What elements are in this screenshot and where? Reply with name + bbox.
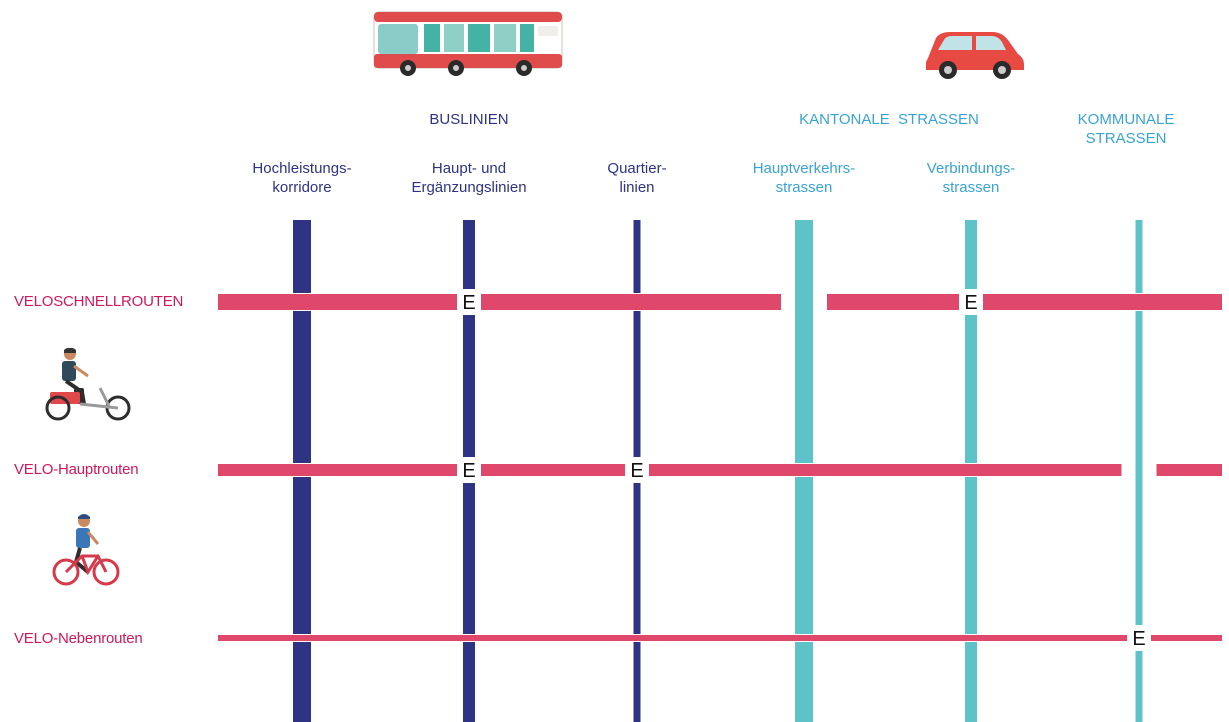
- velo-line-haupt: [481, 464, 625, 476]
- column-header-verbindungsstrassen: Verbindungs- strassen: [926, 160, 1016, 196]
- cargo-bike-rider-icon: [45, 348, 131, 421]
- bike-rider-icon: [52, 514, 120, 586]
- column-header-haupt-und-ergaenzungslinien: Haupt- und Ergänzungslinien: [411, 160, 527, 196]
- column-line-hauptverkehr: [795, 642, 813, 722]
- bus-icon: [373, 11, 563, 76]
- column-line-haupt: [463, 220, 475, 289]
- column-line-haupt: [463, 315, 475, 457]
- crossing-mark-e: E: [630, 460, 643, 482]
- velo-line-haupt: [649, 464, 1122, 476]
- row-label-veloschnellrouten: VELOSCHNELLROUTEN: [14, 293, 184, 310]
- column-line-hochleistung: [293, 220, 311, 293]
- column-line-hochleistung: [293, 477, 311, 634]
- column-line-kommunal: [1135, 651, 1143, 722]
- column-line-quartier: [633, 642, 641, 722]
- column-line-verbindung: [965, 220, 977, 289]
- velo-line-haupt: [218, 464, 457, 476]
- column-line-quartier: [633, 220, 641, 293]
- column-line-hauptverkehr: [795, 477, 813, 634]
- car-icon: [926, 32, 1024, 79]
- velo-line-neben: [1151, 635, 1222, 641]
- column-line-hochleistung: [293, 311, 311, 463]
- group-header-buslinien: BUSLINIEN: [429, 111, 509, 128]
- velo-line-haupt: [1156, 464, 1222, 476]
- column-line-quartier: [633, 483, 641, 634]
- row-label-velo-hauptrouten: VELO-Hauptrouten: [14, 461, 139, 478]
- column-header-hochleistungskorridore: Hochleistungs- korridore: [252, 160, 352, 196]
- column-line-kommunal: [1135, 220, 1143, 293]
- group-header-kommunale-strassen: KOMMUNALE STRASSEN: [1077, 111, 1175, 147]
- row-label-velo-nebenrouten: VELO-Nebenrouten: [14, 630, 143, 647]
- velo-line-schnell: [983, 294, 1222, 310]
- velo-line-neben: [218, 635, 1127, 641]
- column-line-haupt: [463, 483, 475, 634]
- column-header-quartierlinien: Quartier- linien: [607, 160, 667, 196]
- velo-line-schnell: [827, 294, 959, 310]
- column-header-hauptverkehrsstrassen: Hauptverkehrs- strassen: [752, 160, 856, 196]
- crossing-mark-e: E: [462, 460, 475, 482]
- column-line-hochleistung: [293, 642, 311, 722]
- crossing-mark-e: E: [1132, 628, 1145, 650]
- velo-line-schnell: [481, 294, 781, 310]
- column-line-verbindung: [965, 315, 977, 463]
- column-line-quartier: [633, 311, 641, 457]
- crossing-mark-e: E: [964, 292, 977, 314]
- velo-line-schnell: [218, 294, 457, 310]
- column-line-verbindung: [965, 477, 977, 634]
- column-line-hauptverkehr: [795, 220, 813, 463]
- column-line-verbindung: [965, 642, 977, 722]
- column-line-kommunal: [1135, 311, 1143, 625]
- crossing-mark-e: E: [462, 292, 475, 314]
- group-header-kantonale-strassen: KANTONALE STRASSEN: [799, 111, 979, 128]
- column-line-haupt: [463, 642, 475, 722]
